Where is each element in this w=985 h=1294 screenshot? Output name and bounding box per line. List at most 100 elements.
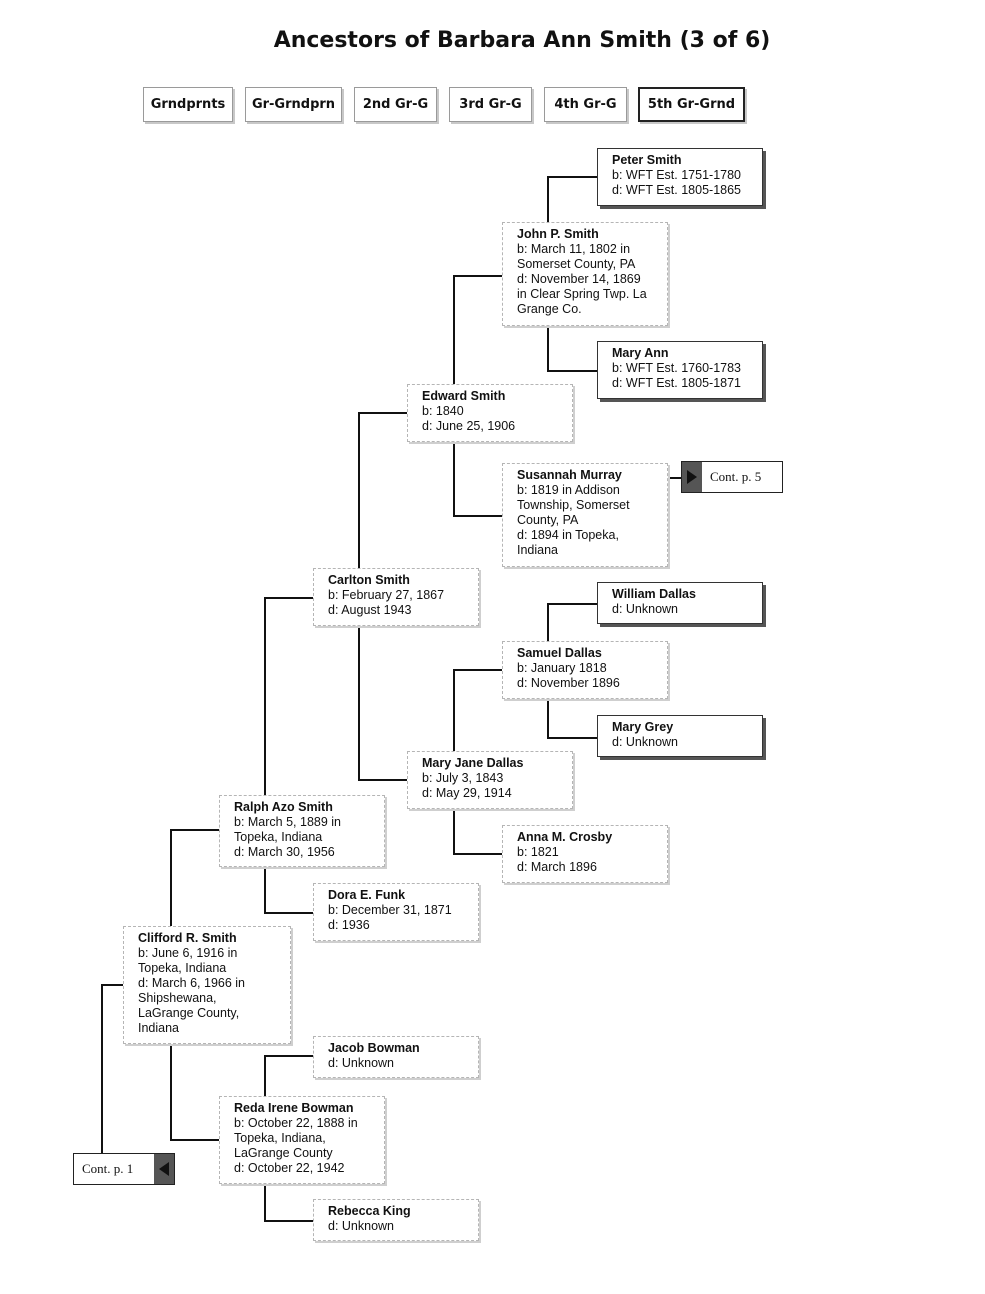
person-box-william-dallas[interactable]: William Dallas d: Unknown (597, 582, 763, 624)
person-box-susannah-murray[interactable]: Susannah Murray b: 1819 in Addison Towns… (502, 463, 668, 567)
continue-page-5-link[interactable]: Cont. p. 5 (681, 461, 783, 493)
person-detail: Township, Somerset (517, 498, 630, 512)
person-box-dora-e-funk[interactable]: Dora E. Funk b: December 31, 1871 d: 193… (313, 883, 479, 941)
person-name: Jacob Bowman (328, 1041, 420, 1055)
person-name: Edward Smith (422, 389, 506, 403)
person-name: Samuel Dallas (517, 646, 602, 660)
person-detail: b: WFT Est. 1751-1780 (612, 168, 741, 182)
person-box-peter-smith[interactable]: Peter Smith b: WFT Est. 1751-1780 d: WFT… (597, 148, 763, 206)
person-box-rebecca-king[interactable]: Rebecca King d: Unknown (313, 1199, 479, 1241)
connector-line (453, 275, 502, 277)
person-detail: Somerset County, PA (517, 257, 636, 271)
person-detail: d: March 1896 (517, 860, 597, 874)
person-detail: b: July 3, 1843 (422, 771, 504, 785)
person-name: Dora E. Funk (328, 888, 406, 902)
person-detail: d: 1936 (328, 918, 370, 932)
person-detail: b: December 31, 1871 (328, 903, 452, 917)
tab-label: 2nd Gr-G (362, 97, 429, 112)
person-detail: b: 1819 in Addison (517, 483, 620, 497)
connector-line (547, 176, 598, 178)
connector-line (264, 597, 314, 599)
connector-line (358, 779, 408, 781)
person-detail: d: October 22, 1942 (234, 1161, 345, 1175)
person-box-ralph-azo-smith[interactable]: Ralph Azo Smith b: March 5, 1889 in Tope… (219, 795, 385, 867)
person-detail: d: Unknown (612, 735, 679, 749)
person-detail: County, PA (517, 513, 579, 527)
continue-page-1-link[interactable]: Cont. p. 1 (73, 1153, 175, 1185)
person-box-john-p-smith[interactable]: John P. Smith b: March 11, 1802 in Somer… (502, 222, 668, 326)
person-name: Anna M. Crosby (517, 830, 613, 844)
person-name: Clifford R. Smith (138, 931, 237, 945)
person-box-mary-jane-dallas[interactable]: Mary Jane Dallas b: July 3, 1843 d: May … (407, 751, 573, 809)
connector-line (547, 370, 598, 372)
person-name: Carlton Smith (328, 573, 410, 587)
person-detail: b: 1821 (517, 845, 559, 859)
person-name: William Dallas (612, 587, 696, 601)
person-box-mary-grey[interactable]: Mary Grey d: Unknown (597, 715, 763, 757)
person-detail: Topeka, Indiana (138, 961, 227, 975)
person-name: Susannah Murray (517, 468, 622, 482)
connector-line (101, 984, 123, 986)
continue-label: Cont. p. 1 (82, 1161, 134, 1176)
person-name: Reda Irene Bowman (234, 1101, 354, 1115)
connector-line (453, 853, 502, 855)
tab-2nd-great-grandparents[interactable]: 2nd Gr-G (354, 87, 437, 122)
tab-3rd-great-grandparents[interactable]: 3rd Gr-G (449, 87, 532, 122)
person-detail: b: 1840 (422, 404, 464, 418)
tab-label: Gr-Grndprn (251, 97, 336, 112)
tab-label: 4th Gr-G (554, 97, 617, 112)
person-detail: d: November 1896 (517, 676, 620, 690)
person-detail: d: Unknown (328, 1219, 395, 1233)
connector-line (668, 477, 682, 479)
person-detail: b: January 1818 (517, 661, 607, 675)
triangle-left-icon (154, 1154, 174, 1184)
person-detail: Indiana (138, 1021, 180, 1035)
connector-line (170, 1139, 220, 1141)
person-name: Rebecca King (328, 1204, 411, 1218)
person-detail: d: WFT Est. 1805-1865 (612, 183, 741, 197)
connector-line (547, 603, 598, 605)
person-detail: b: WFT Est. 1760-1783 (612, 361, 741, 375)
tab-great-grandparents[interactable]: Gr-Grndprn (245, 87, 342, 122)
connector-line (170, 829, 220, 831)
person-box-anna-m-crosby[interactable]: Anna M. Crosby b: 1821 d: March 1896 (502, 825, 668, 883)
person-detail: in Clear Spring Twp. La (517, 287, 647, 301)
person-box-edward-smith[interactable]: Edward Smith b: 1840 d: June 25, 1906 (407, 384, 573, 442)
person-name: Peter Smith (612, 153, 682, 167)
person-box-mary-ann[interactable]: Mary Ann b: WFT Est. 1760-1783 d: WFT Es… (597, 341, 763, 399)
tab-4th-great-grandparents[interactable]: 4th Gr-G (544, 87, 627, 122)
person-detail: d: June 25, 1906 (422, 419, 516, 433)
tab-label: 3rd Gr-G (459, 97, 522, 112)
person-detail: b: June 6, 1916 in (138, 946, 238, 960)
tab-grandparents[interactable]: Grndprnts (143, 87, 233, 122)
connector-line (264, 1055, 314, 1057)
tab-5th-great-grandparents[interactable]: 5th Gr-Grnd (638, 87, 745, 122)
person-detail: d: March 6, 1966 in (138, 976, 246, 990)
person-detail: d: 1894 in Topeka, (517, 528, 619, 542)
person-detail: d: WFT Est. 1805-1871 (612, 376, 741, 390)
person-detail: b: February 27, 1867 (328, 588, 445, 602)
connector-line (358, 412, 408, 414)
page-title: Ancestors of Barbara Ann Smith (3 of 6) (273, 28, 771, 53)
connector-line (453, 515, 502, 517)
person-detail: d: August 1943 (328, 603, 412, 617)
person-box-samuel-dallas[interactable]: Samuel Dallas b: January 1818 d: Novembe… (502, 641, 668, 699)
person-box-reda-irene-bowman[interactable]: Reda Irene Bowman b: October 22, 1888 in… (219, 1096, 385, 1184)
person-name: Mary Jane Dallas (422, 756, 524, 770)
person-detail: LaGrange County, (138, 1006, 240, 1020)
person-detail: Grange Co. (517, 302, 582, 316)
person-detail: d: Unknown (328, 1056, 395, 1070)
person-box-carlton-smith[interactable]: Carlton Smith b: February 27, 1867 d: Au… (313, 568, 479, 626)
triangle-right-icon (682, 462, 702, 492)
connector-line (264, 597, 266, 913)
tab-label: 5th Gr-Grnd (647, 97, 736, 112)
person-box-clifford-r-smith[interactable]: Clifford R. Smith b: June 6, 1916 in Top… (123, 926, 291, 1044)
person-detail: b: March 5, 1889 in (234, 815, 342, 829)
person-detail: d: November 14, 1869 (517, 272, 641, 286)
person-detail: LaGrange County (234, 1146, 333, 1160)
connector-line (264, 1220, 314, 1222)
continue-label: Cont. p. 5 (710, 469, 762, 484)
person-box-jacob-bowman[interactable]: Jacob Bowman d: Unknown (313, 1036, 479, 1078)
person-detail: b: March 11, 1802 in (517, 242, 631, 256)
tab-label: Grndprnts (150, 97, 226, 112)
